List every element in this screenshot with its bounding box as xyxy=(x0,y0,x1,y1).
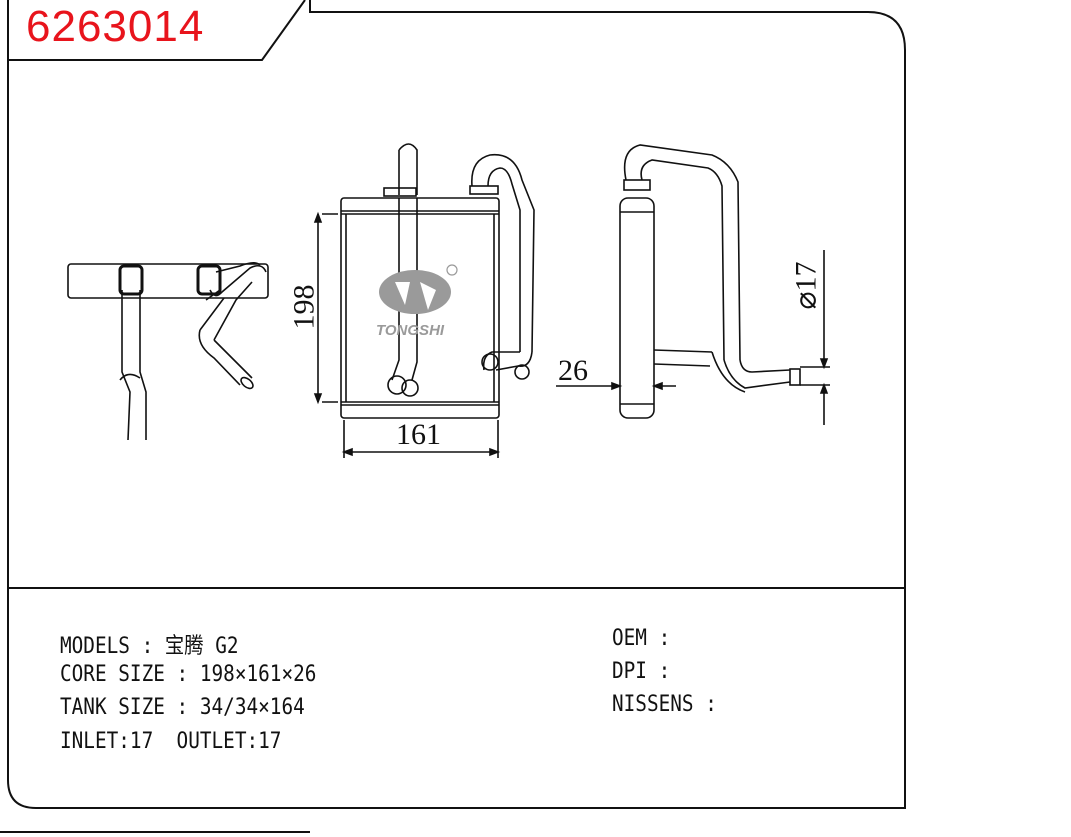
spec-models: MODELS : 宝腾 G2 xyxy=(60,634,239,659)
tongshi-logo xyxy=(379,264,458,314)
part-number: 6263014 xyxy=(26,2,205,51)
spec-inlet-outlet: INLET:17 OUTLET:17 xyxy=(60,729,282,754)
side-view xyxy=(556,144,830,425)
logo-brand-text: TONGSHI xyxy=(376,322,445,339)
spec-tank-size: TANK SIZE : 34/34×164 xyxy=(60,695,305,720)
dimension-pipe-diameter: ⌀17 xyxy=(789,261,823,310)
dimension-width: 161 xyxy=(396,418,441,451)
spec-core-size: CORE SIZE : 198×161×26 xyxy=(60,662,317,687)
dimension-depth: 26 xyxy=(558,354,588,387)
front-view xyxy=(313,143,535,458)
spec-oem: OEM : xyxy=(612,626,671,651)
spec-dpi: DPI : xyxy=(612,659,671,684)
spec-nissens: NISSENS : xyxy=(612,692,717,717)
sheet-frame xyxy=(0,0,906,833)
dimension-height: 198 xyxy=(287,284,321,330)
top-view xyxy=(67,261,269,441)
